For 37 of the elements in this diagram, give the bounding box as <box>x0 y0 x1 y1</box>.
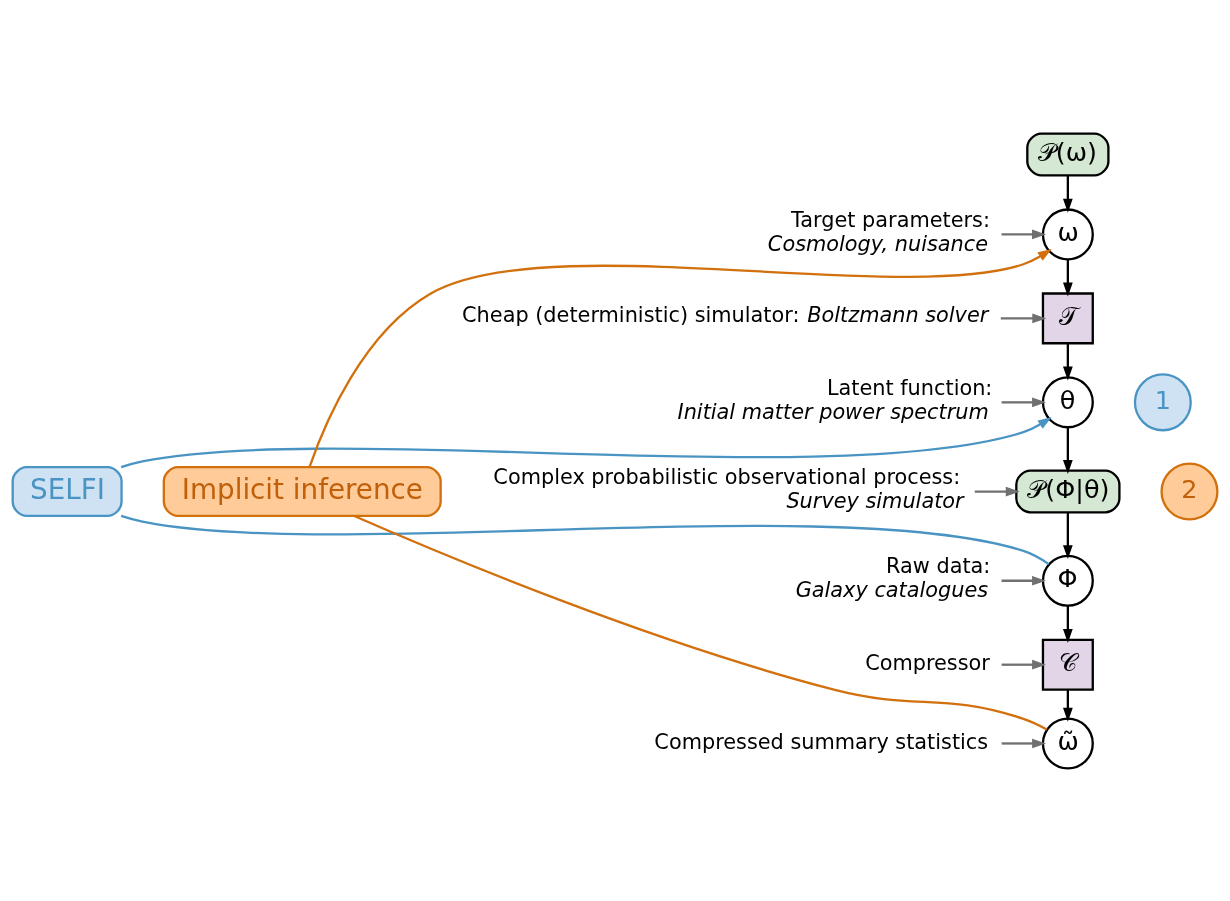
node-circle: θ <box>1041 375 1094 428</box>
node-box: 𝒞 <box>1041 638 1094 691</box>
node-box: SELFI <box>11 465 123 517</box>
node-circle: ω <box>1041 207 1094 260</box>
arrow <box>1063 605 1073 643</box>
node-circle: Φ <box>1041 554 1094 607</box>
arrow <box>1063 175 1073 213</box>
node-text: Compressed summary statistics <box>654 729 989 754</box>
node-box: Implicit inference <box>162 465 442 517</box>
arrow <box>308 248 1052 467</box>
node-text: Raw data: Galaxy catalogues <box>795 553 991 602</box>
arrow <box>1001 659 1047 670</box>
arrow <box>1001 575 1046 586</box>
node-text: Cheap (deterministic) simulator: Boltzmann solver <box>462 302 989 327</box>
node-text: Target parameters: Cosmology, nuisance <box>767 207 990 256</box>
node-text: Latent function: Initial matter power spectrum <box>677 375 993 424</box>
arrow <box>1000 313 1047 323</box>
arrow <box>120 416 1052 468</box>
arrow <box>974 486 1020 496</box>
arrow <box>1063 689 1073 722</box>
arrow <box>1001 738 1047 748</box>
node-box: 𝒯 <box>1041 291 1094 344</box>
node-circle: ω̃ <box>1041 716 1094 770</box>
arrow <box>1063 511 1073 559</box>
node-box: 𝒫(ω) <box>1026 131 1110 176</box>
node-text: Compressor <box>865 650 990 675</box>
node-circle: 2 <box>1160 462 1219 521</box>
arrow <box>1063 427 1073 474</box>
arrow <box>1063 259 1073 297</box>
node-box: 𝒫(Φ|θ) <box>1015 469 1121 514</box>
connector <box>353 514 1048 730</box>
arrow <box>1001 229 1046 239</box>
node-text: Complex probabilistic observational process: Survey simulator <box>493 464 964 513</box>
node-circle: 1 <box>1133 372 1192 431</box>
arrow <box>1063 343 1073 381</box>
arrow <box>1001 396 1046 407</box>
connector <box>120 514 1050 565</box>
